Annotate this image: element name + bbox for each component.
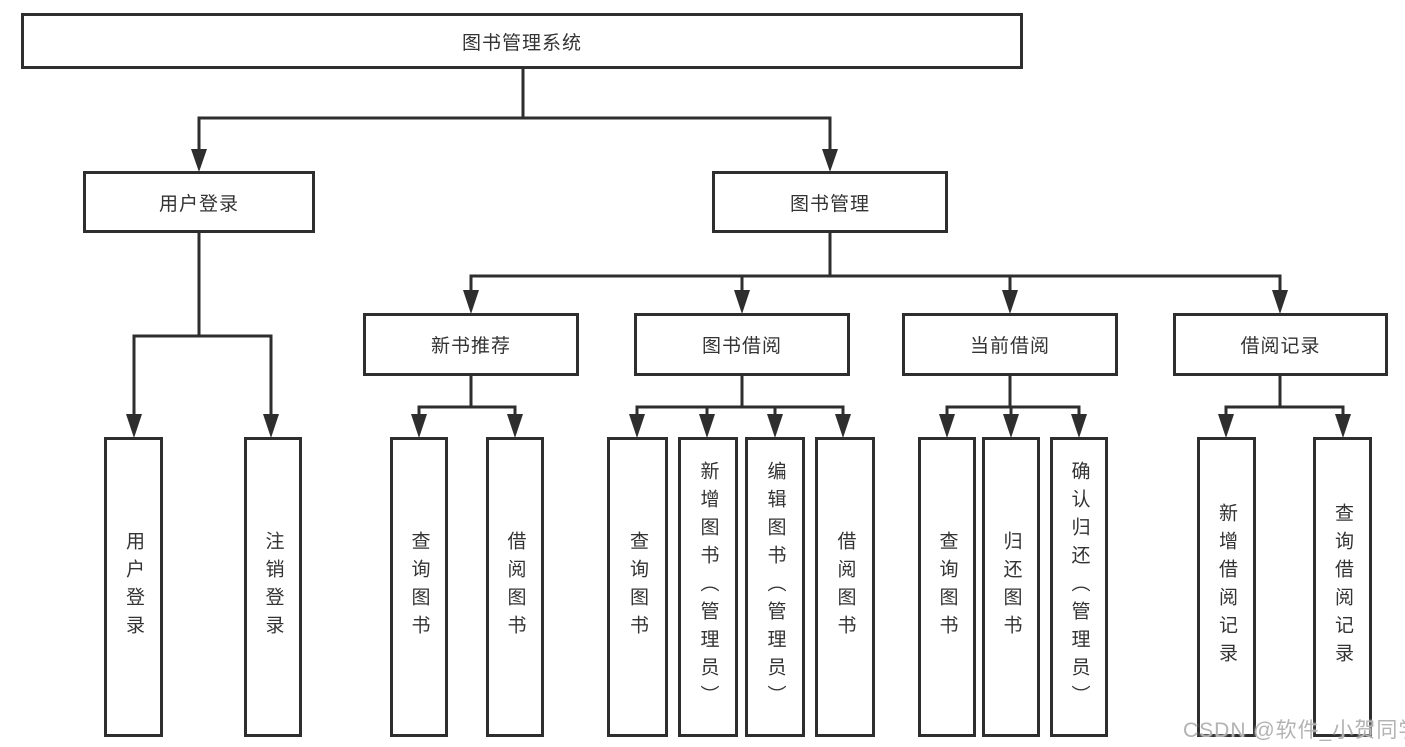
branch-new-book-recommend bbox=[411, 374, 523, 438]
arrow-down-icon bbox=[1002, 290, 1018, 314]
arrow-down-icon bbox=[822, 149, 838, 172]
node-label: 图书借阅 bbox=[701, 336, 782, 357]
node-leaf-logout: 注销登录 bbox=[244, 437, 302, 737]
node-label: 用户登录 bbox=[123, 531, 144, 643]
branch-borrow-records bbox=[1218, 374, 1351, 438]
node-label: 编辑图书（管理员） bbox=[764, 461, 786, 713]
node-borrow-records: 借阅记录 bbox=[1173, 313, 1388, 376]
node-leaf-borrow-books-recommend: 借阅图书 bbox=[486, 437, 544, 737]
arrow-down-icon bbox=[263, 414, 279, 438]
node-new-book-recommend: 新书推荐 bbox=[363, 313, 579, 376]
node-root-system: 图书管理系统 bbox=[21, 13, 1023, 69]
arrow-down-icon bbox=[1335, 414, 1351, 438]
node-label: 查询图书 bbox=[627, 531, 648, 643]
arrow-down-icon bbox=[1071, 414, 1087, 438]
node-user-login: 用户登录 bbox=[83, 171, 315, 233]
node-label: 图书管理系统 bbox=[461, 32, 582, 54]
node-book-management: 图书管理 bbox=[712, 171, 948, 233]
node-leaf-add-borrow-record: 新增借阅记录 bbox=[1197, 437, 1256, 737]
node-label: 确认归还（管理员） bbox=[1068, 461, 1090, 713]
node-label: 查询借阅记录 bbox=[1332, 503, 1353, 671]
branch-root bbox=[191, 67, 838, 172]
node-current-borrow: 当前借阅 bbox=[902, 313, 1118, 376]
node-leaf-confirm-return-admin: 确认归还（管理员） bbox=[1050, 437, 1108, 737]
node-leaf-query-borrow-record: 查询借阅记录 bbox=[1313, 437, 1372, 737]
arrow-down-icon bbox=[507, 414, 523, 438]
arrow-down-icon bbox=[699, 414, 715, 438]
arrow-down-icon bbox=[191, 149, 207, 172]
arrow-down-icon bbox=[1218, 414, 1234, 438]
node-label: 新增图书（管理员） bbox=[697, 461, 719, 713]
node-label: 借阅图书 bbox=[834, 531, 856, 643]
arrow-down-icon bbox=[126, 414, 142, 438]
node-label: 新增借阅记录 bbox=[1216, 503, 1237, 671]
arrow-down-icon bbox=[767, 414, 783, 438]
arrow-down-icon bbox=[411, 414, 427, 438]
arrow-down-icon bbox=[463, 290, 479, 314]
arrow-down-icon bbox=[1272, 290, 1288, 314]
node-leaf-query-books-borrow: 查询图书 bbox=[607, 437, 668, 737]
node-leaf-return-books: 归还图书 bbox=[982, 437, 1040, 737]
node-label: 借阅图书 bbox=[504, 531, 526, 643]
node-label: 图书管理 bbox=[789, 193, 870, 215]
node-label: 注销登录 bbox=[262, 531, 284, 643]
csdn-watermark: CSDN @软件_小贺同学 bbox=[1183, 719, 1405, 742]
node-label: 新书推荐 bbox=[430, 336, 511, 357]
node-leaf-add-books-admin: 新增图书（管理员） bbox=[678, 437, 738, 737]
branch-user-login bbox=[126, 231, 279, 438]
node-leaf-edit-books-admin: 编辑图书（管理员） bbox=[745, 437, 805, 737]
arrow-down-icon bbox=[734, 290, 750, 314]
node-leaf-user-login: 用户登录 bbox=[104, 437, 163, 737]
arrow-down-icon bbox=[1003, 414, 1019, 438]
arrow-down-icon bbox=[939, 414, 955, 438]
branch-current-borrow bbox=[939, 374, 1087, 438]
node-label: 借阅记录 bbox=[1240, 336, 1321, 357]
node-leaf-query-books-recommend: 查询图书 bbox=[390, 437, 448, 737]
node-label: 查询图书 bbox=[936, 531, 958, 643]
branch-book-management bbox=[463, 231, 1288, 314]
node-label: 用户登录 bbox=[158, 193, 239, 215]
arrow-down-icon bbox=[835, 414, 851, 438]
node-leaf-query-books-current: 查询图书 bbox=[918, 437, 976, 737]
branch-book-borrow bbox=[629, 374, 851, 438]
node-book-borrow: 图书借阅 bbox=[634, 313, 850, 376]
node-label: 归还图书 bbox=[1000, 531, 1022, 643]
arrow-down-icon bbox=[629, 414, 645, 438]
node-label: 当前借阅 bbox=[969, 336, 1050, 357]
node-label: 查询图书 bbox=[408, 531, 430, 643]
node-leaf-borrow-books: 借阅图书 bbox=[815, 437, 875, 737]
